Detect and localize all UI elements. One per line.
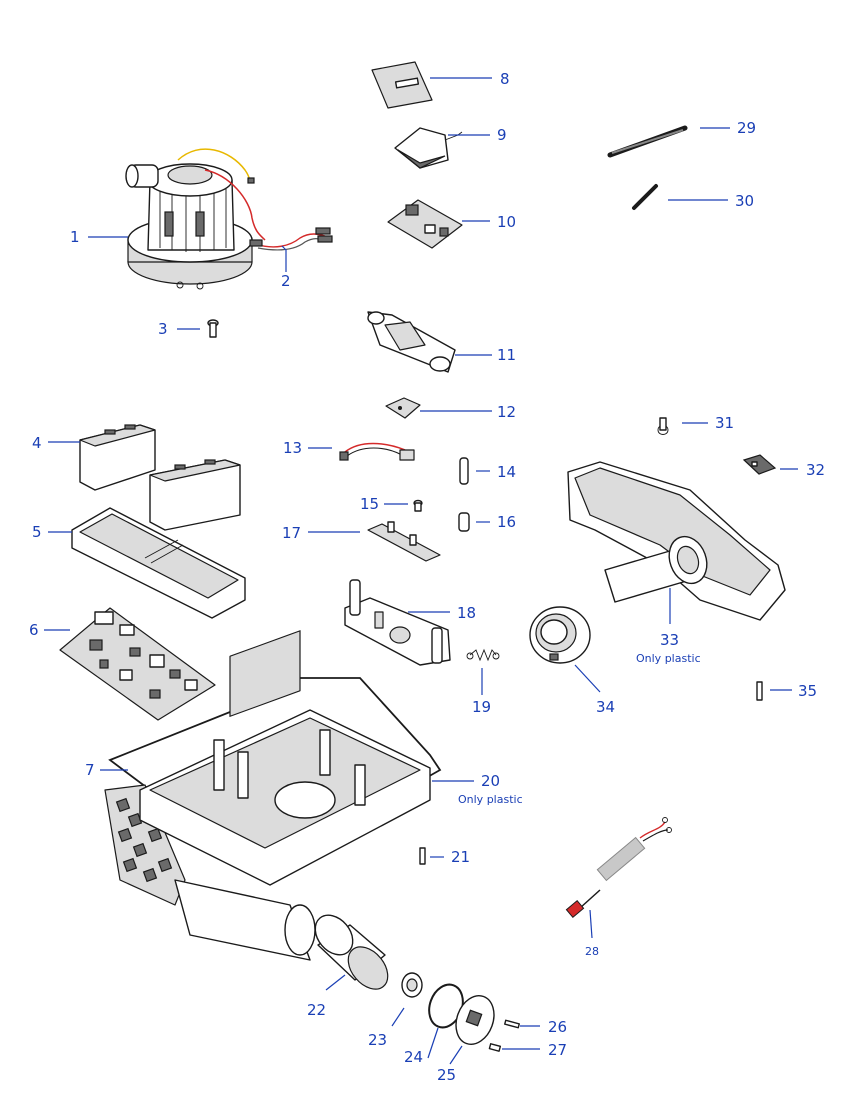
part-10-small-board [387,199,463,249]
part-9-sensor [394,127,463,169]
part-23-ring [401,972,423,998]
part-33-upper-housing [567,461,786,621]
label-6: 6 [29,621,39,639]
part-6-circuit-board [59,607,216,721]
label-22: 22 [307,1001,326,1019]
label-26: 26 [548,1018,567,1036]
label-13: 13 [283,439,302,457]
part-25-flange [455,995,495,1045]
label-2: 2 [281,272,291,290]
callout-labels: 1 2 3 4 5 6 7 8 9 10 11 12 13 14 15 16 1… [29,70,825,1084]
label-20: 20 [481,772,500,790]
part-5-battery-tray [71,507,246,619]
label-8: 8 [500,70,510,88]
label-21: 21 [451,848,470,866]
part-30-blade-small [632,184,658,210]
part-26-screw [504,1019,520,1029]
label-16: 16 [497,513,516,531]
label-10: 10 [497,213,516,231]
part-11-bracket [367,311,456,373]
note-20-only-plastic: Only plastic [458,793,523,806]
part-21-screw [419,847,426,865]
label-5: 5 [32,523,42,541]
label-1: 1 [70,228,80,246]
label-35: 35 [798,682,817,700]
label-25: 25 [437,1066,456,1084]
part-4-battery-pack [79,424,241,531]
part-18-mount [344,579,451,666]
label-28: 28 [585,945,599,958]
note-33-only-plastic: Only plastic [636,652,701,665]
part-32-small-board [742,454,777,475]
part-8-cover-plate [371,61,433,109]
label-23: 23 [368,1031,387,1049]
label-27: 27 [548,1041,567,1059]
part-35-screw [756,681,763,701]
part-13-wire [339,442,415,461]
label-32: 32 [806,461,825,479]
part-34-threaded-ring [529,606,591,664]
label-31: 31 [715,414,734,432]
part-12-clip [385,397,421,419]
label-15: 15 [360,495,379,513]
part-15-screw [413,499,423,512]
part-3-screw [207,319,219,338]
part-17-rail [367,521,441,562]
label-17: 17 [282,524,301,542]
label-34: 34 [596,698,615,716]
part-2-cable [249,227,333,251]
label-24: 24 [404,1048,423,1066]
leader-lines [44,77,798,1065]
part-14-pin [459,457,469,485]
label-7: 7 [85,761,95,779]
part-29-blade-bar [607,125,688,158]
label-11: 11 [497,346,516,364]
label-33: 33 [660,631,679,649]
label-14: 14 [497,463,516,481]
part-20-lower-body [139,630,431,961]
part-31-spring-clip [657,417,669,435]
part-1-motor-assembly [125,148,266,290]
part-27-screw [488,1043,502,1052]
label-29: 29 [737,119,756,137]
label-4: 4 [32,434,42,452]
label-12: 12 [497,403,516,421]
label-18: 18 [457,604,476,622]
part-19-spring [466,648,500,662]
part-28-cable-harness [565,817,672,919]
part-22-drive-motor [314,914,389,990]
label-30: 30 [735,192,754,210]
label-19: 19 [472,698,491,716]
label-9: 9 [497,126,507,144]
part-16-spacer [458,512,470,532]
label-3: 3 [158,320,168,338]
